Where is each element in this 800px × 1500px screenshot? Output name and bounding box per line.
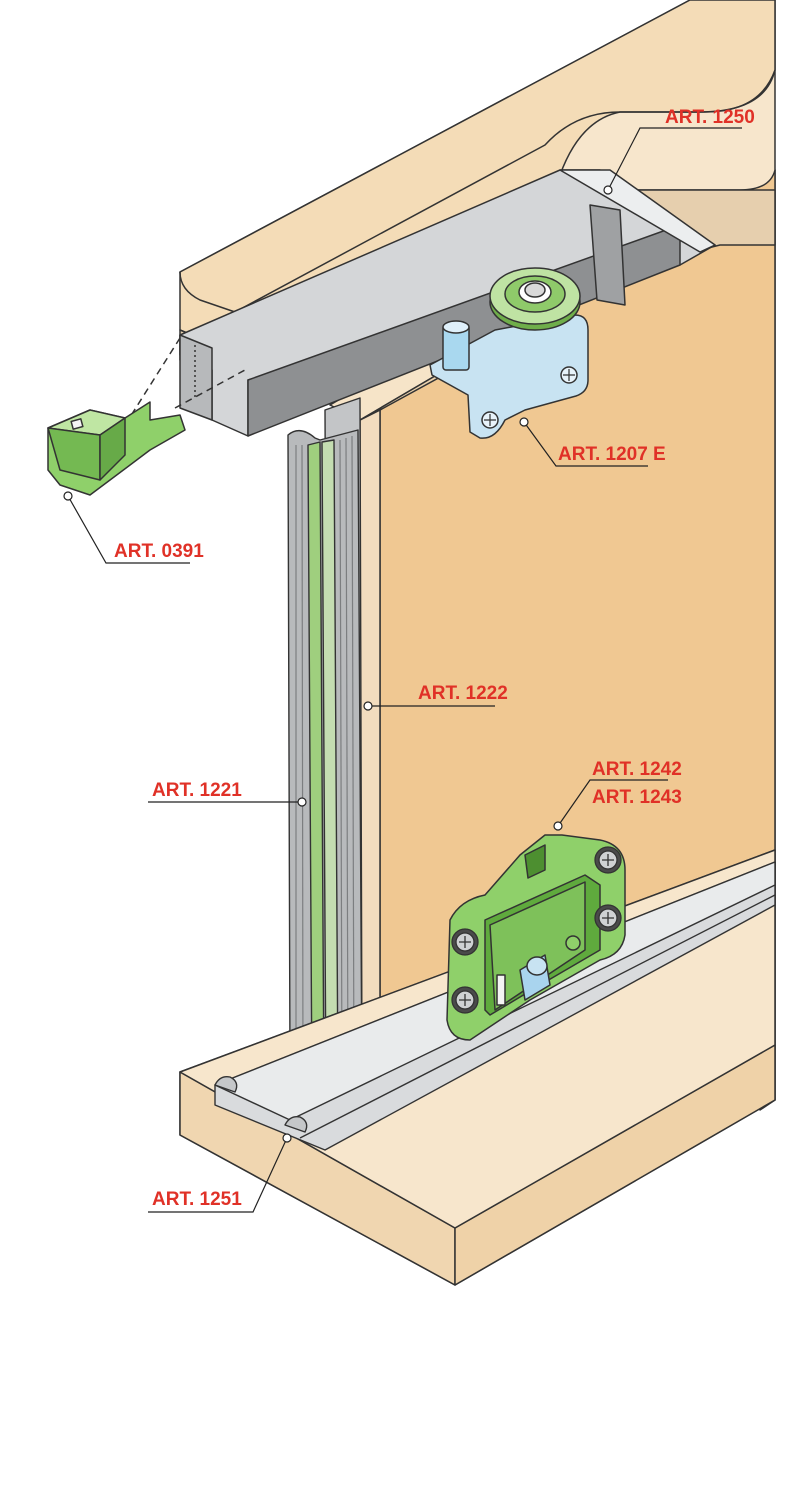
top-guide-bracket-art-1207e bbox=[429, 267, 589, 439]
phillips-screw-icon bbox=[451, 986, 479, 1014]
label-art-1243: ART. 1243 bbox=[592, 787, 682, 808]
bottom-roller-plate-art-1242-1243 bbox=[446, 834, 626, 1041]
phillips-screw-icon bbox=[451, 928, 479, 956]
circle-marker-icon bbox=[297, 797, 307, 807]
circle-marker-icon bbox=[282, 1133, 292, 1143]
leader-dots bbox=[63, 185, 613, 1143]
phillips-screw-icon bbox=[594, 904, 622, 932]
phillips-screw-icon bbox=[594, 846, 622, 874]
circle-marker-icon bbox=[519, 417, 529, 427]
label-art-1251: ART. 1251 bbox=[152, 1189, 242, 1210]
label-art-1207e: ART. 1207 E bbox=[558, 444, 666, 465]
label-art-1221: ART. 1221 bbox=[152, 780, 242, 801]
end-cap-art-0391 bbox=[47, 337, 246, 496]
screw-group bbox=[451, 846, 622, 1014]
leader-lines bbox=[67, 127, 742, 1213]
circle-marker-icon bbox=[603, 185, 613, 195]
label-art-1242: ART. 1242 bbox=[592, 759, 682, 780]
label-art-1222: ART. 1222 bbox=[418, 683, 508, 704]
label-art-1250: ART. 1250 bbox=[665, 107, 755, 128]
circle-marker-icon bbox=[553, 821, 563, 831]
label-art-0391: ART. 0391 bbox=[114, 541, 204, 562]
circle-marker-icon bbox=[63, 491, 73, 501]
circle-marker-icon bbox=[363, 701, 373, 711]
vertical-handle-profile-art-1221 bbox=[287, 397, 363, 1095]
